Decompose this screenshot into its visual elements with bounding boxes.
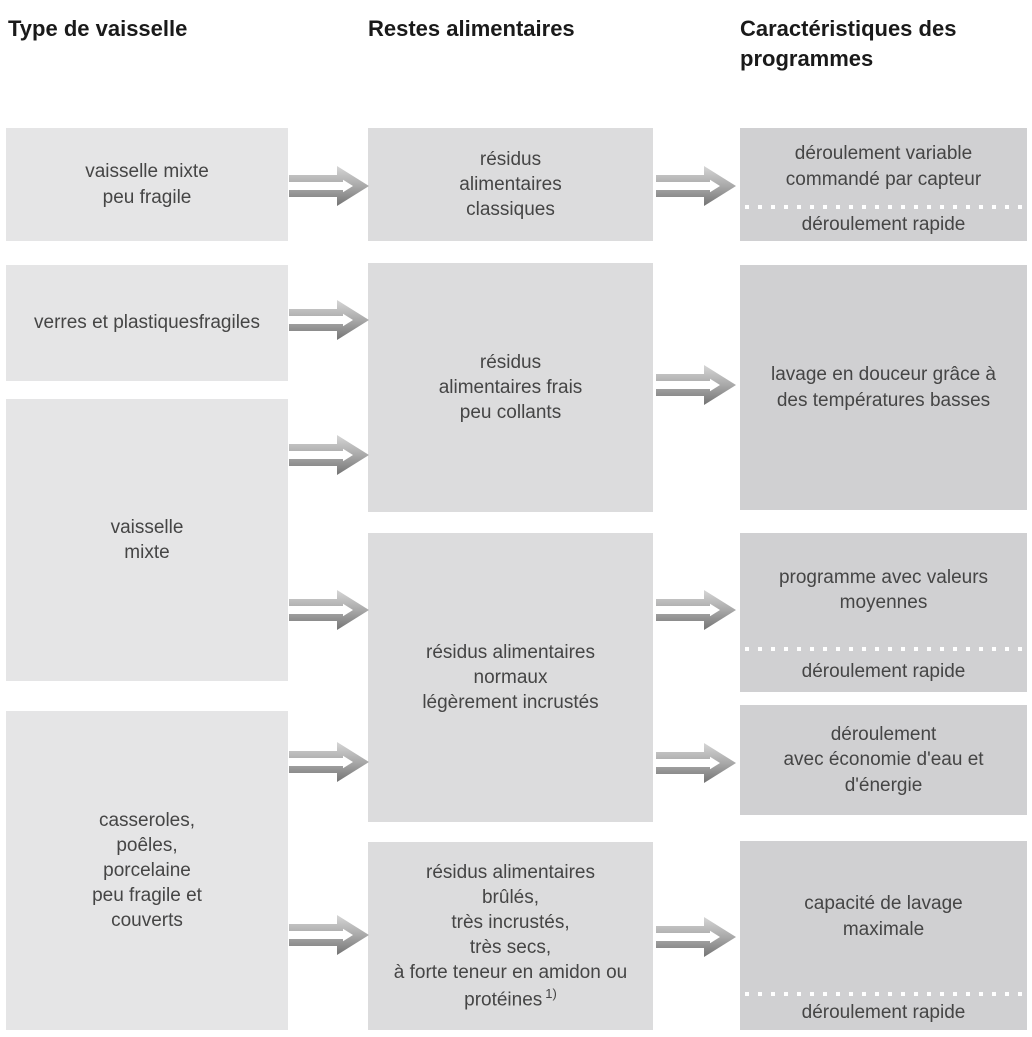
dotted-divider: [745, 205, 1022, 209]
box-residus-normaux-incrustes: résidus alimentaires normaux légèrement …: [368, 533, 653, 822]
box-text-line: des températures basses: [776, 389, 991, 411]
box-text-line: résidus: [479, 148, 542, 170]
box-text-line: lavage en douceur grâce à: [771, 364, 996, 386]
column-header-restes-alimentaires: Restes alimentaires: [368, 16, 575, 41]
box-section-bottom: déroulement rapide: [740, 651, 1027, 692]
box-residus-classiques: résidus alimentaires classiques: [368, 128, 653, 241]
box-section-bottom: déroulement rapide: [740, 996, 1027, 1030]
arrow-right-icon: [656, 164, 736, 208]
box-section-top: programme avec valeurs moyennes: [740, 533, 1027, 647]
arrow-right-icon: [289, 433, 369, 477]
box-section-top: capacité de lavage maximale: [740, 841, 1027, 992]
box-programme-valeurs-moyennes: programme avec valeurs moyennes déroulem…: [740, 533, 1027, 692]
box-text-line: vaisselle mixte: [85, 161, 209, 183]
box-text-line: légèrement incrustés: [422, 692, 599, 714]
box-vaisselle-mixte-peu-fragile: vaisselle mixte peu fragile: [6, 128, 288, 241]
box-text-line: déroulement variable: [794, 143, 973, 165]
box-text-line: poêles,: [116, 834, 178, 856]
arrow-right-icon: [289, 740, 369, 784]
arrow-right-icon: [656, 588, 736, 632]
box-text-line: très secs,: [469, 936, 552, 958]
box-text-line: déroulement rapide: [801, 214, 966, 236]
box-text-line: peu collants: [459, 402, 562, 424]
box-text-line: résidus alimentaires: [426, 861, 595, 883]
column-header-caracteristiques-programmes: Caractéristiques des programmes: [740, 16, 957, 71]
box-text-line: mixte: [124, 542, 170, 563]
box-text-line: normaux: [473, 666, 548, 688]
box-text-line: commandé par capteur: [785, 168, 982, 190]
box-capacite-lavage-maximale: capacité de lavage maximale déroulement …: [740, 841, 1027, 1030]
box-text-line: moyennes: [839, 592, 928, 613]
arrow-right-icon: [289, 164, 369, 208]
box-deroulement-economie: déroulement avec économie d'eau et d'éne…: [740, 705, 1027, 815]
dotted-divider: [745, 992, 1022, 996]
box-lavage-en-douceur: lavage en douceur grâce à des températur…: [740, 265, 1027, 510]
footnote-text: protéines: [464, 989, 543, 1011]
box-text-line: d'énergie: [844, 774, 923, 796]
box-residus-frais-peu-collants: résidus alimentaires frais peu collants: [368, 263, 653, 512]
arrow-right-icon: [656, 363, 736, 407]
box-section-top: déroulement variable commandé par capteu…: [740, 128, 1027, 205]
box-text-line: programme avec valeurs: [778, 566, 989, 588]
box-section-bottom: déroulement rapide: [740, 209, 1027, 241]
arrow-right-icon: [289, 913, 369, 957]
box-text-line: à forte teneur en amidon ou: [393, 961, 628, 983]
box-text-line: résidus: [479, 351, 542, 373]
arrow-right-icon: [656, 741, 736, 785]
box-text-line: déroulement rapide: [801, 660, 966, 682]
box-text-line: casseroles,: [98, 809, 196, 831]
box-text-line: déroulement rapide: [801, 1002, 966, 1024]
footnote-marker: 1): [545, 985, 557, 1001]
box-residus-brules-tres-incrustes: résidus alimentaires brûlés, très incrus…: [368, 842, 653, 1030]
box-text-line: déroulement: [830, 724, 937, 746]
arrow-right-icon: [656, 915, 736, 959]
box-text-line: brûlés,: [481, 886, 540, 908]
box-text-line: alimentaires frais: [438, 376, 583, 398]
box-text-line: très incrustés,: [451, 911, 570, 933]
box-text-line: alimentaires: [459, 173, 562, 195]
column-header-type-de-vaisselle: Type de vaisselle: [8, 16, 188, 41]
arrow-right-icon: [289, 298, 369, 342]
box-text-line: avec économie d'eau et: [783, 749, 984, 771]
box-text-line: résidus alimentaires: [426, 641, 595, 663]
box-text-line: verres et plastiquesfragiles: [34, 312, 260, 334]
box-text-line: couverts: [111, 910, 183, 932]
dotted-divider: [745, 647, 1022, 651]
box-text-line: porcelaine: [103, 859, 191, 881]
arrow-right-icon: [289, 588, 369, 632]
box-vaisselle-mixte: vaisselle mixte: [6, 399, 288, 681]
box-text-line: capacité de lavage: [804, 893, 963, 915]
box-casseroles-poeles-porcelaine: casseroles, poêles, porcelaine peu fragi…: [6, 711, 288, 1030]
box-verres-et-plastiques-fragiles: verres et plastiquesfragiles: [6, 265, 288, 381]
box-text-line: maximale: [842, 918, 925, 940]
box-text-line: peu fragile et: [92, 885, 202, 907]
box-deroulement-variable-capteur: déroulement variable commandé par capteu…: [740, 128, 1027, 241]
box-text-line: classiques: [466, 199, 555, 221]
box-text-line: peu fragile: [102, 186, 192, 208]
box-text-line: vaisselle: [110, 516, 184, 538]
